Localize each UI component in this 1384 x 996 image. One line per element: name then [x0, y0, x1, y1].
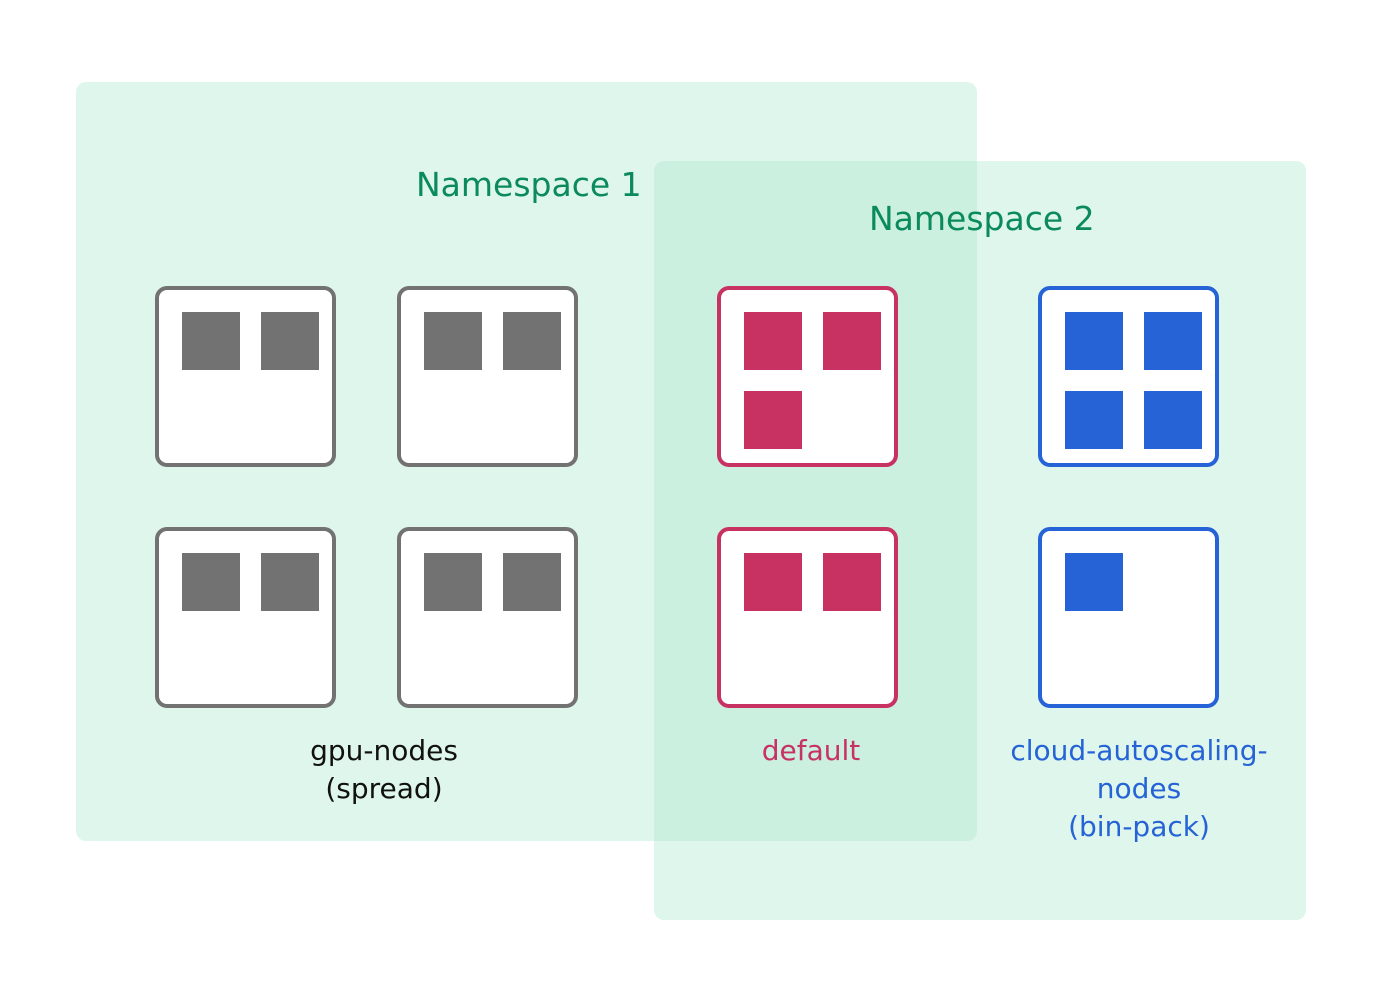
pod [503, 553, 561, 611]
pod [1065, 391, 1123, 449]
cloud-node-1 [1038, 286, 1219, 467]
pod [424, 553, 482, 611]
namespace-1-title: Namespace 1 [416, 165, 642, 204]
pod [744, 391, 802, 449]
default-label: default [646, 732, 976, 770]
cloud-autoscaling-nodes-label: cloud-autoscaling- nodes (bin-pack) [974, 732, 1304, 846]
pod [823, 553, 881, 611]
pod [1144, 391, 1202, 449]
gpu-node-1 [155, 286, 336, 467]
label-line: (spread) [325, 772, 443, 805]
pod [261, 312, 319, 370]
pod [823, 312, 881, 370]
pod [1065, 553, 1123, 611]
pod [744, 553, 802, 611]
gpu-node-2 [397, 286, 578, 467]
cloud-node-2 [1038, 527, 1219, 708]
namespace-2-title: Namespace 2 [869, 199, 1095, 238]
label-line: nodes [1096, 772, 1182, 805]
default-node-2 [717, 527, 898, 708]
pod [424, 312, 482, 370]
gpu-node-3 [155, 527, 336, 708]
pod [1144, 312, 1202, 370]
pod [182, 553, 240, 611]
label-line: cloud-autoscaling- [1010, 734, 1268, 767]
pod [1065, 312, 1123, 370]
gpu-node-4 [397, 527, 578, 708]
gpu-nodes-label: gpu-nodes (spread) [219, 732, 549, 808]
pod [182, 312, 240, 370]
label-line: (bin-pack) [1068, 810, 1210, 843]
pod [261, 553, 319, 611]
default-node-1 [717, 286, 898, 467]
pod [503, 312, 561, 370]
label-line: default [761, 734, 861, 767]
pod [744, 312, 802, 370]
label-line: gpu-nodes [310, 734, 458, 767]
